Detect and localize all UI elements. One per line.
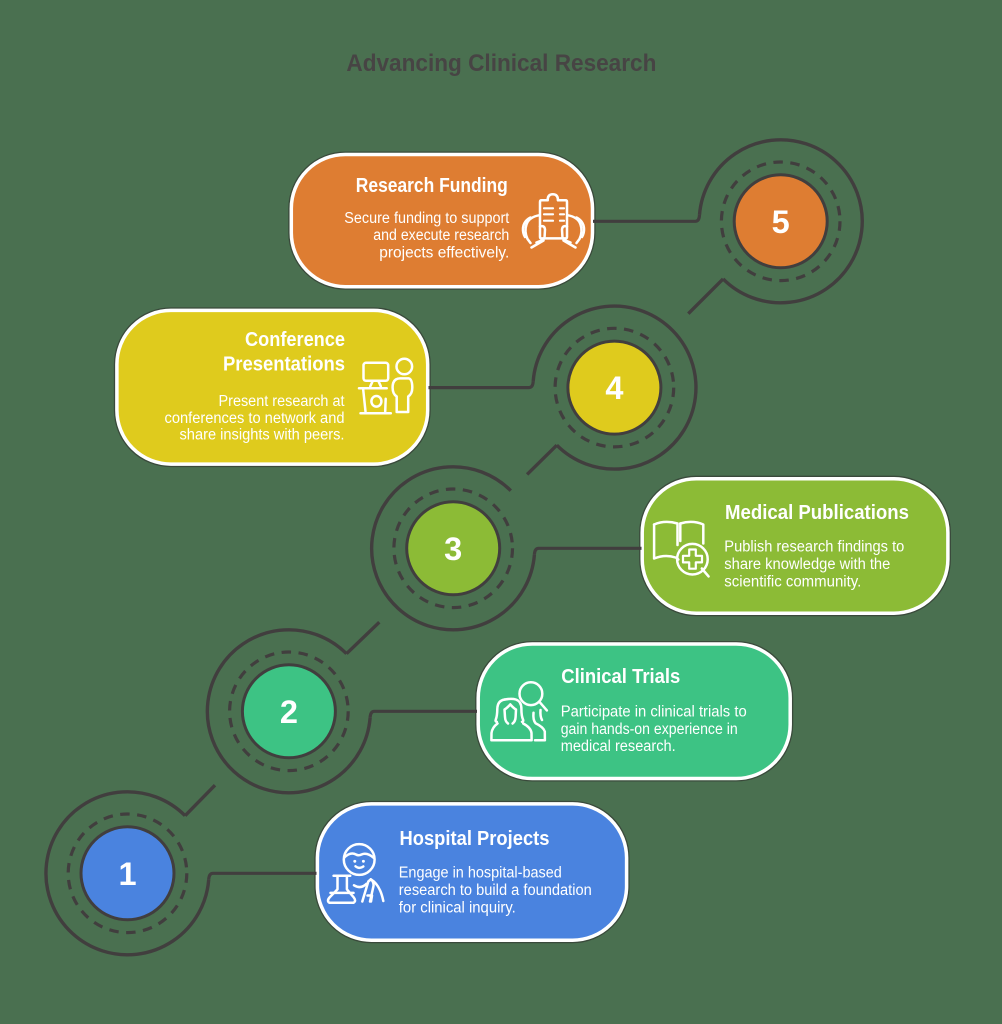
svg-text:4: 4: [605, 370, 623, 406]
svg-text:Research Funding: Research Funding: [356, 175, 508, 197]
svg-text:for clinical inquiry.: for clinical inquiry.: [399, 899, 516, 916]
svg-text:3: 3: [444, 531, 462, 567]
svg-text:1: 1: [118, 856, 136, 892]
svg-text:Medical Publications: Medical Publications: [725, 502, 909, 524]
svg-text:projects effectively.: projects effectively.: [379, 244, 509, 261]
svg-text:conferences to network and: conferences to network and: [165, 410, 345, 427]
svg-text:gain hands-on experience in: gain hands-on experience in: [561, 721, 738, 738]
svg-text:Secure funding to support: Secure funding to support: [344, 210, 510, 227]
svg-text:Conference: Conference: [245, 329, 345, 351]
svg-text:research to build a foundation: research to build a foundation: [399, 882, 592, 899]
svg-text:Participate in clinical trials: Participate in clinical trials to: [561, 703, 747, 720]
svg-text:medical research.: medical research.: [561, 738, 676, 755]
svg-text:2: 2: [280, 694, 298, 730]
svg-text:share knowledge with the: share knowledge with the: [724, 556, 890, 573]
svg-text:Present research at: Present research at: [219, 393, 346, 410]
svg-text:Presentations: Presentations: [223, 353, 345, 375]
svg-text:Engage in hospital-based: Engage in hospital-based: [399, 864, 562, 881]
svg-text:scientific community.: scientific community.: [724, 573, 861, 590]
svg-text:Publish research findings to: Publish research findings to: [724, 538, 904, 555]
svg-text:Clinical Trials: Clinical Trials: [561, 666, 680, 688]
svg-text:and execute research: and execute research: [373, 227, 509, 244]
svg-text:Advancing Clinical Research: Advancing Clinical Research: [346, 50, 656, 77]
svg-text:5: 5: [772, 204, 790, 240]
svg-text:Hospital Projects: Hospital Projects: [400, 828, 550, 850]
svg-text:share insights with peers.: share insights with peers.: [180, 426, 345, 443]
